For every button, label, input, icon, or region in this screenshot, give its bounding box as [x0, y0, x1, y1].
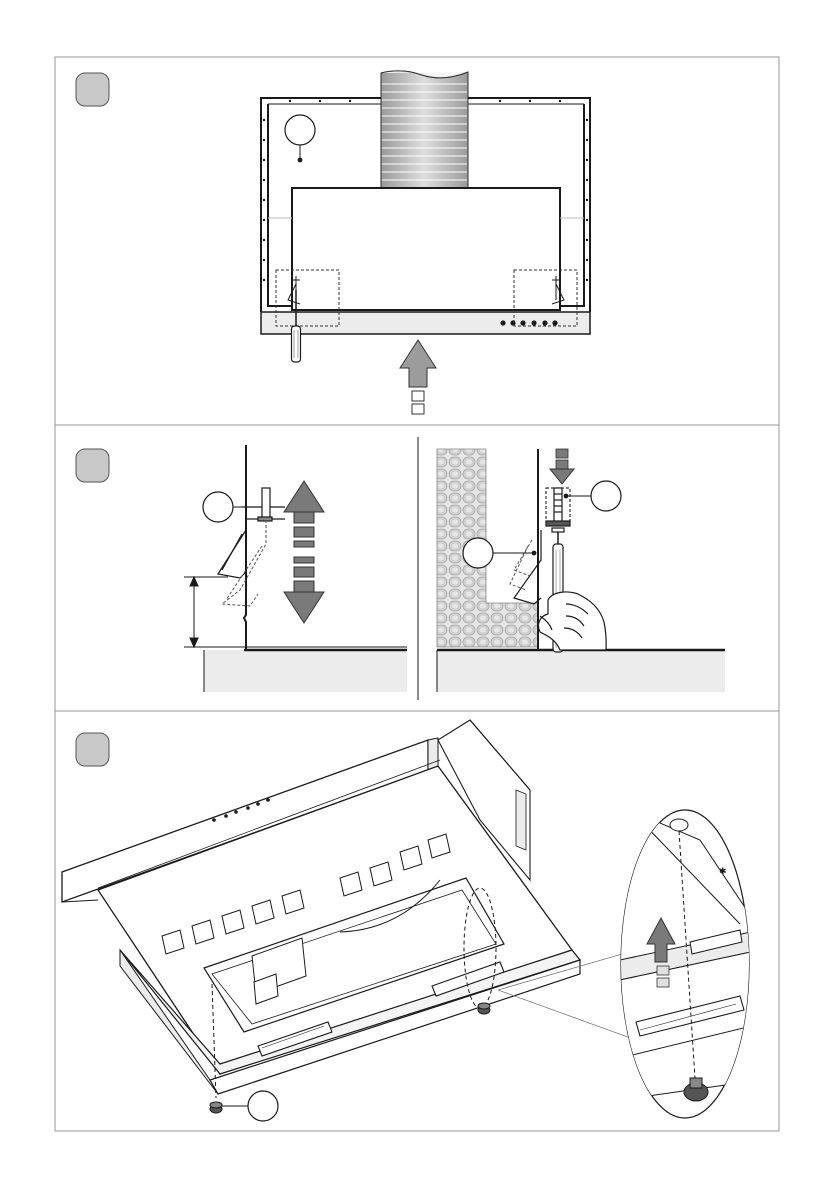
zoom-detail: ✱ — [620, 806, 760, 1118]
foot-icon — [478, 1003, 490, 1014]
hand-icon — [538, 592, 606, 650]
exhaust-duct — [381, 71, 468, 188]
up-down-arrow-icon — [284, 481, 324, 623]
height-dimension — [184, 577, 228, 647]
callout-cabinet — [285, 115, 315, 162]
step-badge-3 — [76, 733, 109, 766]
callout-foot — [222, 1091, 278, 1121]
panel-1-illustration — [261, 71, 590, 414]
hood-front-panel — [261, 312, 590, 334]
panel-3-illustration — [62, 720, 636, 1098]
panel-2-right-illustration — [437, 449, 725, 692]
step-badge-2 — [76, 449, 109, 482]
callout-bracket-screw — [564, 481, 621, 511]
countertop-right — [437, 650, 725, 692]
foot-icon — [210, 1102, 222, 1113]
callout-bracket-left — [203, 492, 262, 522]
panel-2-left-illustration — [184, 445, 407, 692]
bracket-alt-position — [510, 540, 532, 590]
callout-wall-bracket — [463, 538, 536, 568]
screw-icon: ✱ — [719, 866, 727, 876]
down-arrow-icon — [550, 449, 574, 484]
countertop-left — [204, 650, 407, 692]
up-arrow-icon — [400, 340, 436, 414]
step-badge-1 — [76, 73, 109, 106]
hood-body — [292, 188, 560, 310]
